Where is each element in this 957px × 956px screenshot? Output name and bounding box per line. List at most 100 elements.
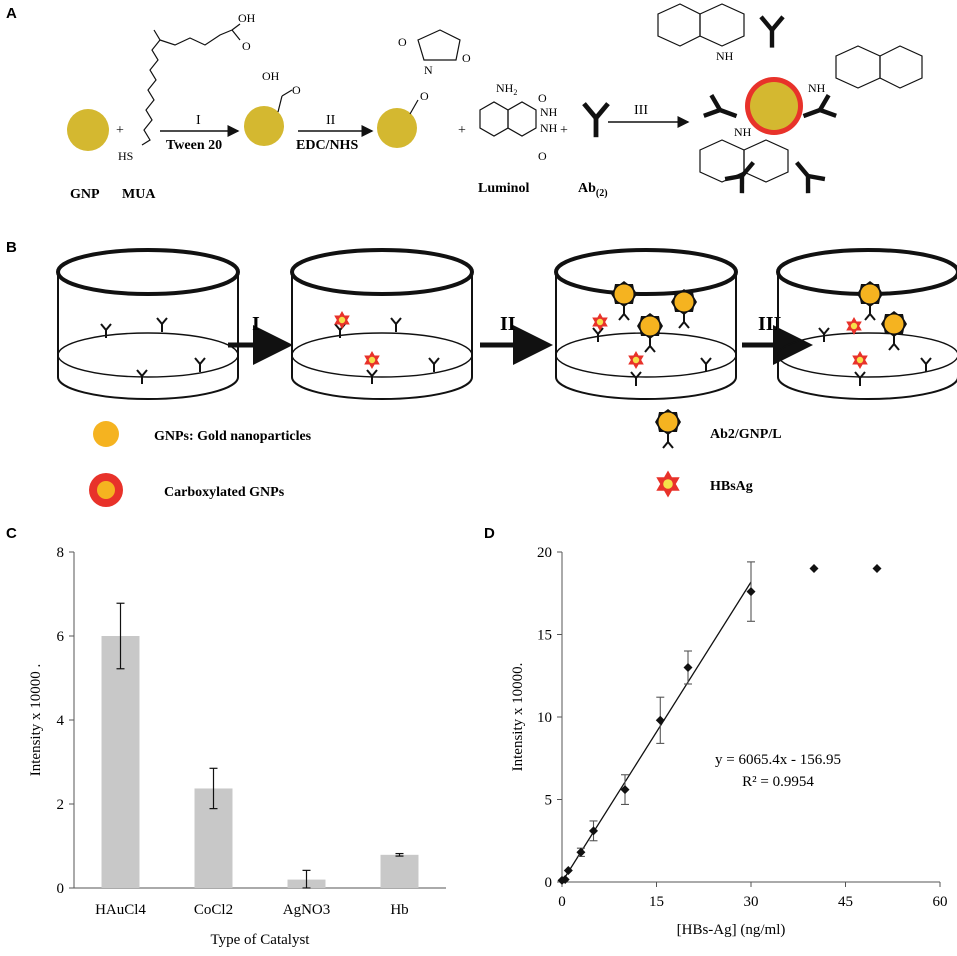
chart-d: 0 5 10 15 20 0 15 30 45 60 y = 6065.4x - 156.95 R² … [510,545,948,938]
legend-carboxylated-label: Carboxylated GNPs [164,485,285,500]
panel-label-b: B [6,239,17,256]
step2-reagent: EDC/NHS [296,138,358,153]
d-y-tick-label: 20 [537,545,552,561]
c-bar [101,636,140,888]
well-1 [56,248,240,401]
scheme-a: + HS OH O I Tween 20 OH O II EDC/NHS N O… [67,3,923,202]
well-4 [776,248,957,401]
mua-oh: OH [238,11,256,25]
c-y-tick-label: 0 [57,881,65,897]
scheme-b: I II III [56,248,957,507]
mua-hs: HS [118,149,133,163]
panel-label-c: C [6,525,17,542]
d-y-axis-label: Intensity x 10000. [510,663,526,772]
d-y-tick-label: 5 [545,793,553,809]
mua-label: MUA [122,187,156,202]
d-x-axis-label: [HBs-Ag] (ng/ml) [677,922,786,938]
legend-gnp-icon [93,421,119,447]
c-y-axis-label: Intensity x 10000 . [28,664,44,777]
gnp-particle [67,109,109,151]
legend-carboxylated-inner [97,481,115,499]
well-3 [554,248,738,401]
luminol-ring [479,101,509,137]
d-data-point [560,875,570,885]
nhs-o1: O [398,35,407,49]
step3-label: III [634,103,648,118]
nhs-o3: O [420,89,429,103]
luminol-o1: O [538,91,547,105]
plus-1: + [116,123,124,138]
panel-label-a: A [6,5,17,22]
d-x-tick-label: 45 [838,894,853,910]
legend-conjugate-icon [654,408,682,449]
mua-chain [141,29,161,146]
c-x-tick-label: HAuCl4 [95,902,146,918]
d-data-point [746,587,756,597]
d-y-tick-label: 15 [537,628,552,644]
product-complex: NH NH NH [657,3,923,193]
d-y-tick-label: 10 [537,710,552,726]
antibody-icon [584,104,608,138]
nhs-n: N [424,63,433,77]
mua-o: O [242,39,251,53]
c-y-tick-label: 2 [57,797,65,813]
panel-label-d: D [484,525,495,542]
d-x-tick-label: 30 [744,894,759,910]
luminol-label: Luminol [478,181,529,196]
arrow-b2-label: II [500,313,516,335]
product-nh-3: NH [734,125,752,139]
d-fit-r2: R² = 0.9954 [742,774,814,790]
luminol-o2: O [538,149,547,163]
d-data-point [809,564,819,573]
legend-conjugate-label: Ab2/GNP/L [710,427,782,442]
arrow-b1-label: I [252,313,260,335]
d-data-point [620,785,630,795]
d-data-point [563,865,573,875]
luminol-nh2: NH2 [496,81,517,97]
ab-label: Ab(2) [578,181,608,199]
cooh-oh: OH [262,69,280,83]
c-x-tick-label: AgNO3 [283,902,331,918]
plus-3: + [560,123,568,138]
c-y-tick-label: 4 [57,713,65,729]
nhs-ring [417,29,461,61]
nhs-o2: O [462,51,471,65]
arrow-b3-label: III [758,313,782,335]
gnp-label: GNP [70,187,100,202]
d-data-point [683,663,693,672]
d-x-tick-label: 60 [933,894,948,910]
legend-antigen-label: HBsAg [710,479,753,494]
d-data-point [576,847,586,857]
product-nh-2: NH [808,81,826,95]
c-x-tick-label: Hb [390,902,408,918]
luminol-nh1: NH [540,105,558,119]
mua-gnp-particle [244,106,284,146]
d-fit-equation: y = 6065.4x - 156.95 [715,752,841,768]
c-bar [380,854,419,888]
product-nh-1: NH [716,49,734,63]
c-x-tick-label: CoCl2 [194,902,233,918]
legend-antigen-icon [656,470,680,498]
legend-gnp-label: GNPs: Gold nanoparticles [154,429,312,444]
d-y-tick-label: 0 [545,875,553,891]
nhs-gnp-particle [377,108,417,148]
cooh-o: O [292,83,301,97]
luminol-nh2b: NH [540,121,558,135]
plus-2: + [458,123,466,138]
d-x-tick-label: 15 [649,894,664,910]
c-y-tick-label: 6 [57,629,65,645]
step1-label: I [196,113,201,128]
d-x-tick-label: 0 [558,894,566,910]
d-data-point [589,826,598,836]
c-y-tick-label: 8 [57,545,65,561]
c-x-axis-label: Type of Catalyst [211,932,311,948]
d-data-point [872,564,882,573]
product-gnp-inner [750,82,798,130]
step2-label: II [326,113,336,128]
well-2 [290,248,474,401]
step1-reagent: Tween 20 [166,138,222,153]
d-fit-line [561,581,752,883]
d-data-point [655,715,665,725]
